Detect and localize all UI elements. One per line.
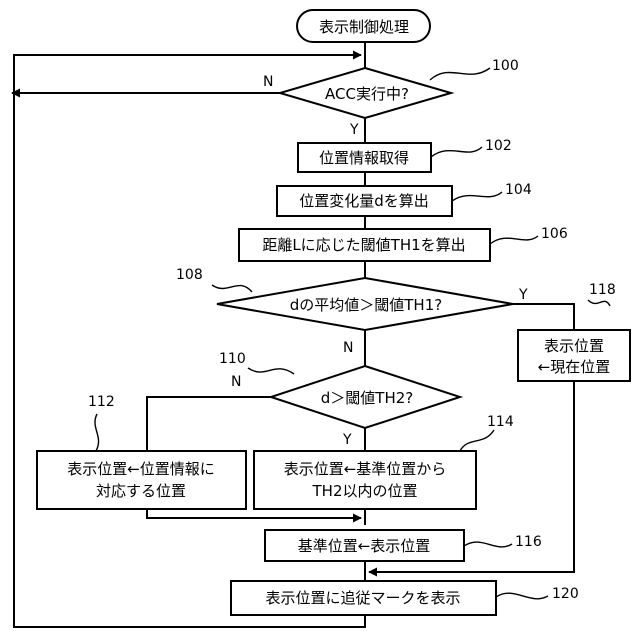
process-112-line1: 表示位置←位置情報に: [67, 460, 215, 478]
process-120-label: 表示位置に追従マークを表示: [265, 589, 460, 607]
step-112-process: 表示位置←位置情報に 対応する位置: [37, 451, 246, 509]
leader-118: [588, 300, 610, 306]
process-114-line2: TH2以内の位置: [312, 482, 418, 500]
step-110-decision: d＞閾値TH2?: [271, 366, 460, 428]
connector-110-to-112: [147, 397, 271, 451]
process-104-label: 位置変化量dを算出: [299, 192, 429, 210]
step-114-process: 表示位置←基準位置から TH2以内の位置: [254, 451, 476, 509]
branch-label-100-yes: Y: [349, 122, 359, 138]
leader-110: [248, 368, 294, 374]
ref-number-116: 116: [515, 534, 542, 550]
step-102-process: 位置情報取得: [298, 143, 431, 172]
ref-number-102: 102: [485, 138, 512, 154]
step-118-process: 表示位置 ←現在位置: [518, 330, 630, 381]
ref-number-112: 112: [88, 394, 115, 410]
process-118-line1: 表示位置: [544, 337, 604, 355]
process-116-label: 基準位置←表示位置: [298, 537, 431, 555]
branch-label-108-no: N: [343, 340, 353, 356]
ref-number-100: 100: [492, 58, 519, 74]
branch-label-110-yes: Y: [342, 432, 352, 448]
step-104-process: 位置変化量dを算出: [277, 186, 452, 216]
process-112-line2: 対応する位置: [96, 482, 186, 500]
decision-110-label: d＞閾値TH2?: [321, 389, 413, 407]
process-118-line2: ←現在位置: [538, 358, 611, 376]
ref-number-110: 110: [219, 351, 246, 367]
ref-number-118: 118: [589, 282, 616, 298]
branch-label-108-yes: Y: [518, 287, 528, 303]
leader-114: [460, 430, 494, 451]
decision-100-label: ACC実行中?: [325, 85, 409, 103]
process-106-label: 距離Lに応じた閾値TH1を算出: [262, 236, 465, 254]
decision-108-label: dの平均値＞閾値TH1?: [290, 296, 442, 314]
connector-108-to-118: [513, 304, 574, 330]
branch-label-110-no: N: [231, 374, 241, 390]
leader-112: [95, 414, 99, 451]
leader-120: [496, 593, 548, 599]
ref-number-106: 106: [541, 226, 568, 242]
leader-108: [212, 285, 252, 292]
step-106-process: 距離Lに応じた閾値TH1を算出: [239, 229, 490, 261]
connector-112-to-merge: [147, 509, 361, 518]
leader-100: [430, 68, 490, 80]
ref-number-104: 104: [505, 182, 532, 198]
process-114-line1: 表示位置←基準位置から: [284, 460, 447, 478]
step-116-process: 基準位置←表示位置: [265, 530, 464, 561]
ref-number-108: 108: [176, 267, 203, 283]
leader-116: [464, 542, 512, 547]
ref-number-120: 120: [552, 586, 579, 602]
start-terminal-label: 表示制御処理: [319, 18, 409, 36]
ref-number-114: 114: [487, 414, 514, 430]
step-100-decision: ACC実行中?: [280, 68, 451, 118]
process-102-label: 位置情報取得: [319, 149, 409, 167]
leader-102: [431, 147, 482, 157]
leader-106: [490, 236, 538, 244]
step-120-process: 表示位置に追従マークを表示: [231, 581, 496, 615]
branch-label-100-no: N: [263, 74, 273, 90]
step-108-decision: dの平均値＞閾値TH1?: [217, 278, 513, 330]
start-terminal: 表示制御処理: [297, 10, 430, 42]
leader-104: [452, 192, 502, 201]
